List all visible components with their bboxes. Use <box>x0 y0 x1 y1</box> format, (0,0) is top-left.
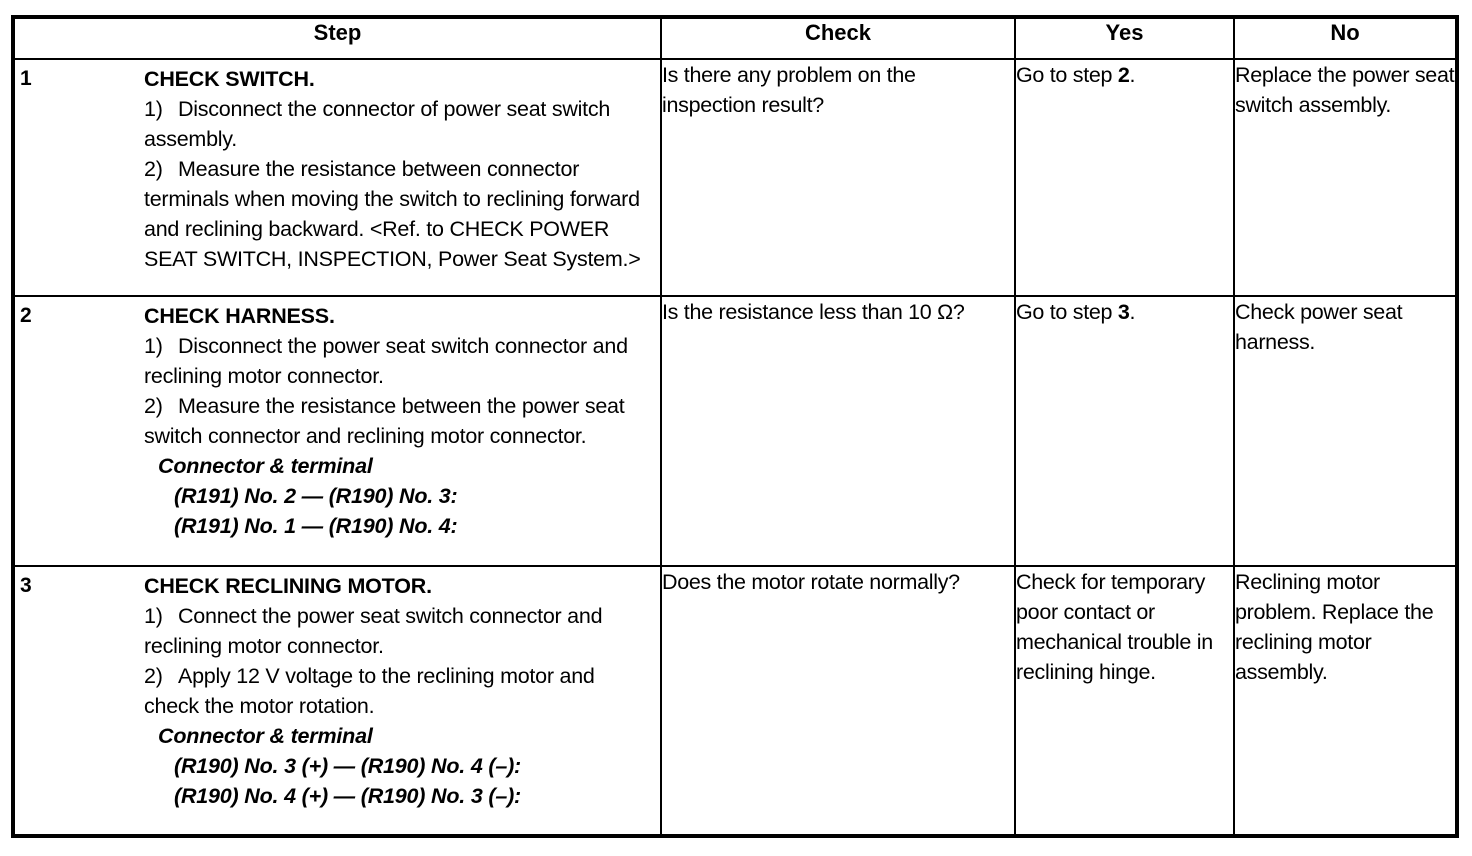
yes-step-number: 3 <box>1117 300 1130 325</box>
step-cell: 1 CHECK SWITCH. 1)Disconnect the connect… <box>12 57 662 298</box>
connector-terminal-line: (R191) No. 1 — (R190) No. 4: <box>174 514 458 539</box>
column-header-step: Step <box>12 16 662 60</box>
yes-cell: Check for temporary poor contact or mech… <box>1014 564 1235 838</box>
check-cell: Is the resistance less than 10 Ω? <box>660 295 1016 567</box>
yes-text-prefix: Go to step <box>1016 63 1118 87</box>
step-paragraph-lead: 2) <box>144 157 163 181</box>
connector-terminal-heading: Connector & terminal <box>158 454 373 479</box>
no-cell: Replace the power seat switch assembly. <box>1233 57 1458 298</box>
diagnostic-procedure-table: Step Check Yes No 1 CHECK SWITCH. 1)Disc… <box>11 15 1459 838</box>
yes-cell: Go to step 2. <box>1014 57 1235 298</box>
step-paragraph-lead: 2) <box>144 663 163 688</box>
step-paragraph-text: Disconnect the connector of power seat s… <box>144 97 611 151</box>
step-number: 2 <box>20 304 32 328</box>
no-cell: Reclining motor problem. Replace the rec… <box>1233 564 1458 838</box>
step-paragraph-lead: 1) <box>144 334 163 359</box>
step-body: CHECK HARNESS. 1)Disconnect the power se… <box>144 297 660 547</box>
column-header-yes: Yes <box>1014 16 1235 60</box>
check-cell: Is there any problem on the inspection r… <box>660 57 1016 298</box>
step-paragraph: 2)Apply 12 V voltage to the reclining mo… <box>144 661 652 721</box>
yes-text-prefix: Go to step <box>1016 300 1118 325</box>
connector-terminal-heading: Connector & terminal <box>158 723 373 748</box>
yes-step-number: 2 <box>1117 63 1130 87</box>
no-cell: Check power seat harness. <box>1233 295 1458 567</box>
step-paragraph-lead: 1) <box>144 97 163 121</box>
step-cell: 2 CHECK HARNESS. 1)Disconnect the power … <box>12 295 662 567</box>
check-text: Is the resistance less than 10 Ω? <box>662 300 965 325</box>
step-body: CHECK RECLINING MOTOR. 1)Connect the pow… <box>144 567 660 817</box>
header-row: Step Check Yes No <box>12 16 1458 60</box>
connector-terminal-line: (R191) No. 2 — (R190) No. 3: <box>174 484 458 509</box>
step-paragraph-text: Measure the resistance between the power… <box>144 394 625 449</box>
column-header-no: No <box>1233 16 1458 60</box>
yes-text-prefix: Check for temporary poor contact or mech… <box>1016 569 1213 684</box>
yes-cell: Go to step 3. <box>1014 295 1235 567</box>
step-paragraph-text: Apply 12 V voltage to the reclining moto… <box>144 663 595 718</box>
diagnostic-table-container: Step Check Yes No 1 CHECK SWITCH. 1)Disc… <box>11 15 1459 838</box>
table-row: 3 CHECK RECLINING MOTOR. 1)Connect the p… <box>12 564 1458 838</box>
step-paragraph-lead: 1) <box>144 603 163 628</box>
step-paragraph: 1)Connect the power seat switch connecto… <box>144 601 652 661</box>
table-row: 2 CHECK HARNESS. 1)Disconnect the power … <box>12 295 1458 567</box>
step-paragraph-text: Measure the resistance between connector… <box>144 157 641 271</box>
table-row: 1 CHECK SWITCH. 1)Disconnect the connect… <box>12 57 1458 298</box>
table-header: Step Check Yes No <box>12 16 1458 60</box>
step-title: CHECK HARNESS. <box>144 304 335 329</box>
step-body: CHECK SWITCH. 1)Disconnect the connector… <box>144 60 660 280</box>
step-cell: 3 CHECK RECLINING MOTOR. 1)Connect the p… <box>12 564 662 838</box>
connector-terminal-line: (R190) No. 4 (+) — (R190) No. 3 (–): <box>174 783 522 808</box>
connector-terminal-line: (R190) No. 3 (+) — (R190) No. 4 (–): <box>174 753 522 778</box>
step-number: 3 <box>20 573 32 597</box>
step-title: CHECK RECLINING MOTOR. <box>144 573 432 598</box>
column-header-check: Check <box>660 16 1016 60</box>
step-paragraph-lead: 2) <box>144 394 163 419</box>
step-number: 1 <box>20 67 32 90</box>
step-title: CHECK SWITCH. <box>144 67 315 91</box>
step-paragraph: 2)Measure the resistance between connect… <box>144 154 652 274</box>
check-cell: Does the motor rotate normally? <box>660 564 1016 838</box>
yes-text-suffix: . <box>1129 300 1136 325</box>
step-paragraph-text: Disconnect the power seat switch connect… <box>144 334 628 389</box>
table-body: 1 CHECK SWITCH. 1)Disconnect the connect… <box>12 57 1458 838</box>
step-paragraph: 1)Disconnect the power seat switch conne… <box>144 331 652 391</box>
step-paragraph-text: Connect the power seat switch connector … <box>144 603 603 658</box>
yes-text-suffix: . <box>1129 63 1136 87</box>
step-paragraph: 1)Disconnect the connector of power seat… <box>144 94 652 154</box>
step-paragraph: 2)Measure the resistance between the pow… <box>144 391 652 451</box>
